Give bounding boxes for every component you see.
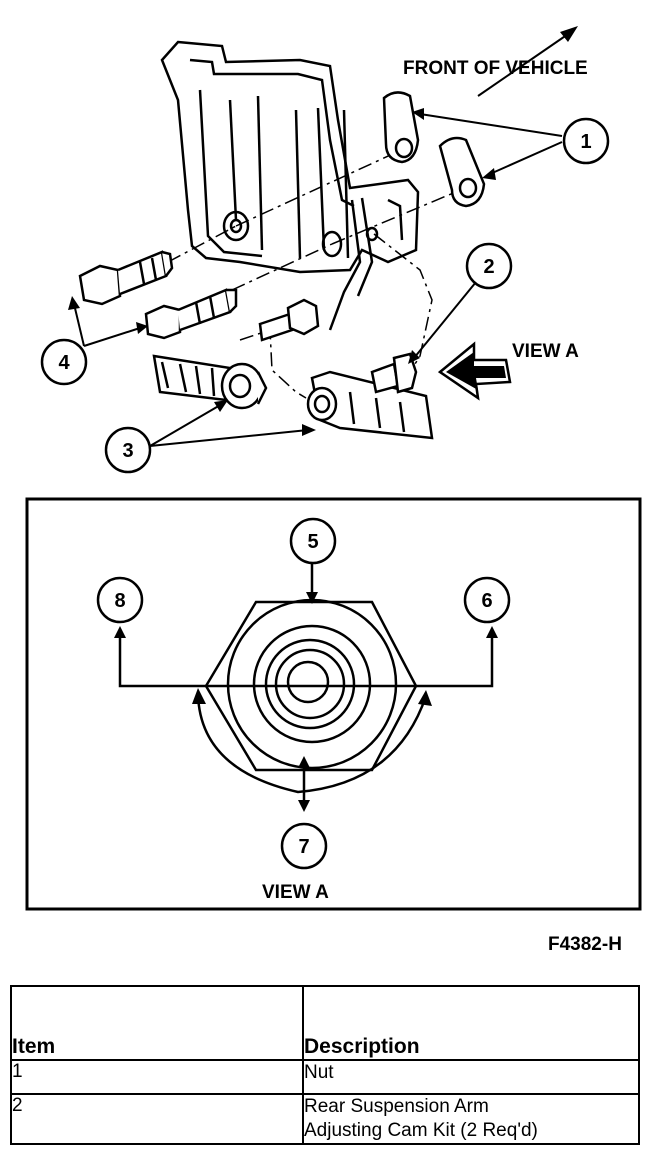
callout-4: 4 — [40, 338, 88, 386]
view-a-box-label: VIEW A — [262, 882, 329, 903]
svg-text:1: 1 — [580, 131, 591, 153]
table-row: 2 Rear Suspension Arm Adjusting Cam Kit … — [10, 1093, 640, 1145]
suspension-arm-right — [306, 370, 434, 440]
front-of-vehicle-label: FRONT OF VEHICLE — [403, 58, 588, 79]
svg-text:2: 2 — [483, 256, 494, 278]
svg-text:8: 8 — [114, 590, 125, 612]
svg-text:6: 6 — [481, 590, 492, 612]
leader-arrowheads-top — [68, 108, 496, 436]
callout-6: 6 — [463, 576, 511, 624]
mounting-bolt-lower — [144, 288, 238, 340]
item-number: 2 — [10, 1093, 304, 1145]
callout-1: 1 — [562, 117, 610, 165]
callout-3: 3 — [104, 426, 152, 474]
svg-text:4: 4 — [58, 352, 70, 374]
parts-table-header: Item Description — [10, 985, 640, 1061]
item-description: Nut — [302, 1059, 640, 1095]
suspension-cam-diagram: FRONT OF VEHICLE — [25, 26, 642, 955]
description-column-header: Description — [302, 985, 640, 1061]
item-description: Rear Suspension Arm Adjusting Cam Kit (2… — [302, 1093, 640, 1145]
svg-text:7: 7 — [298, 836, 309, 858]
callout-5: 5 — [289, 517, 337, 565]
item-number: 1 — [10, 1059, 304, 1095]
callout-8: 8 — [96, 576, 144, 624]
svg-text:5: 5 — [307, 531, 318, 553]
view-a-label: VIEW A — [512, 341, 579, 362]
leader-lines-top — [73, 113, 563, 447]
cam-bolt — [370, 352, 418, 394]
figure-code: F4382-H — [548, 934, 622, 955]
cam-nut-view — [118, 562, 494, 808]
view-a-box — [25, 497, 642, 911]
svg-text:3: 3 — [122, 440, 133, 462]
bushing-bolt — [258, 298, 320, 342]
item-column-header: Item — [10, 985, 304, 1061]
parts-table: Item Description 1 Nut 2 Rear Suspension… — [10, 985, 640, 1145]
frame-bracket — [160, 40, 420, 331]
table-row: 1 Nut — [10, 1059, 640, 1095]
mounting-bolt-upper — [78, 250, 174, 306]
adjusting-cam-upper — [382, 91, 420, 164]
view-a-arrowheads — [114, 592, 498, 812]
suspension-arm-left — [152, 354, 268, 410]
front-direction-arrow — [477, 26, 578, 97]
callout-2: 2 — [465, 242, 513, 290]
view-a-arrow — [437, 341, 512, 401]
callout-7: 7 — [280, 822, 328, 870]
adjusting-cam-lower — [438, 136, 486, 208]
